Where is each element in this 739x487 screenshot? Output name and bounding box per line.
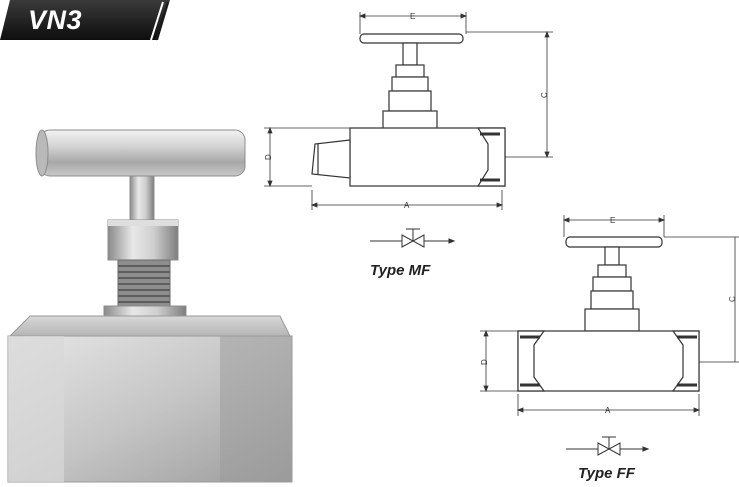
diagram-type-ff bbox=[517, 236, 700, 392]
ff-dim-e-label: E bbox=[610, 216, 615, 225]
mf-valve-symbol bbox=[370, 228, 456, 248]
ff-dim-c-label: C bbox=[728, 296, 737, 302]
model-badge: VN3 bbox=[28, 5, 83, 35]
ff-dim-a-label: A bbox=[605, 406, 611, 415]
mf-dim-e-label: E bbox=[410, 12, 415, 21]
mf-dim-c-label: C bbox=[540, 92, 549, 98]
ff-dim-d-label: D bbox=[480, 359, 489, 365]
badge-background bbox=[0, 0, 170, 40]
mf-dim-d-label: D bbox=[264, 154, 273, 160]
valve-photo bbox=[7, 129, 293, 483]
caption-type-mf: Type MF bbox=[370, 262, 431, 279]
ff-valve-symbol bbox=[566, 436, 650, 456]
mf-dim-a-label: A bbox=[404, 201, 410, 210]
caption-type-ff: Type FF bbox=[578, 465, 635, 482]
diagram-type-mf bbox=[311, 33, 506, 187]
